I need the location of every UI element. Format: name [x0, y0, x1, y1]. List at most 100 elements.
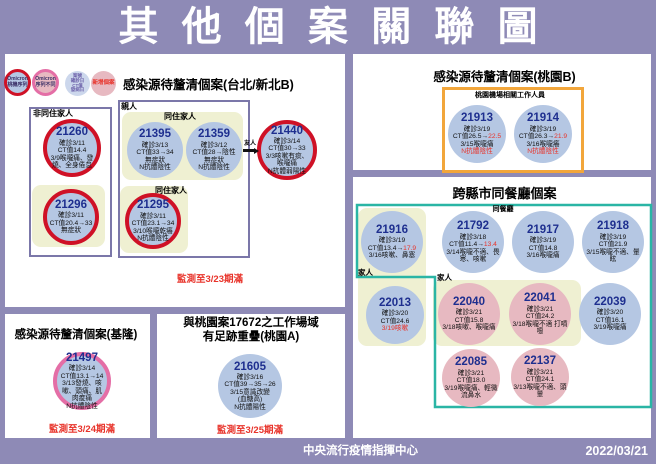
case-symptom: 3/16喉嚨痛: [526, 252, 560, 260]
section-title-taoyuan-a-line2: 有足跡重疊(桃園A): [202, 331, 300, 344]
case-number: 22041: [524, 292, 556, 305]
case-number: 21359: [198, 128, 230, 141]
case-number: 22040: [453, 296, 485, 309]
ct-red: 22.5: [488, 133, 502, 141]
case-number: 21440: [271, 124, 303, 137]
case-symptom: 3/18喉嚨不適 打噴嚏: [512, 320, 568, 336]
case-confirmed: 確診3/16: [236, 373, 264, 381]
case-antibody: N抗體陰性: [137, 235, 169, 243]
case-ct: CT值13.4→17.9: [363, 245, 420, 253]
case-antibody: N抗體陰性: [527, 148, 559, 156]
case-circle-21916: 21916 確診3/19 CT值13.4→17.9 3/16咳嗽、鼻塞: [361, 211, 423, 273]
case-number: 21260: [56, 126, 88, 139]
ct-red: 13.4: [483, 241, 497, 249]
case-confirmed: 確診3/21: [455, 309, 483, 317]
legend-label: 序列不同: [35, 81, 56, 88]
legend-new-case-circle: 新增個案: [91, 71, 116, 96]
case-antibody: N抗體陰性: [461, 148, 493, 156]
case-confirmed: 確診3/21: [457, 369, 485, 377]
case-confirmed: 確診3/21: [526, 305, 554, 313]
monitor-note-keelung: 監測至3/24期滿: [49, 424, 115, 435]
friend-arrow-head-icon: [254, 147, 259, 154]
case-symptom: 3/15喉嚨不適、暈眩: [586, 248, 640, 264]
case-symptom: 3/10喉嚨乾癢: [133, 227, 173, 235]
legend-fields-circle: 案號 確診日 CT值 發病日: [65, 71, 90, 96]
case-antibody: N抗體陰性: [66, 402, 98, 410]
case-ct: CT值18.0: [456, 377, 486, 385]
case-confirmed: 確診3/11: [140, 212, 166, 220]
case-ct: CT值33→34: [136, 149, 174, 157]
group-label-cohabit-1: 同住家人: [164, 112, 196, 121]
group-label-kin: 親人: [121, 102, 137, 111]
legend-label: Omicron: [35, 75, 56, 82]
case-confirmed: 確診3/21: [526, 368, 554, 376]
case-antibody: N抗體陰性: [198, 164, 230, 172]
ct-red: 21.9: [554, 133, 568, 141]
footer-date: 2022/03/21: [585, 444, 648, 458]
section-title-taoyuan-b: 感染源待釐清個案(桃園B): [433, 70, 576, 84]
case-number: 21296: [55, 199, 87, 212]
case-circle-22040: 22040 確診3/21 CT值15.8 3/18咳嗽、喉嚨痛: [438, 283, 500, 345]
case-circle-21497: 21497 確診3/14 CT值13.1→14 3/13發燒、咳嗽、頭痛、肌肉痠…: [53, 352, 111, 410]
case-circle-21792: 21792 確診3/18 CT值11.4→13.4 3/14喉嚨不適、畏寒、咳嗽: [442, 211, 504, 273]
group-label-cohabit-2: 同住家人: [155, 186, 187, 195]
case-symptom: 3/19咳嗽: [381, 325, 409, 333]
case-symptom: 無症狀: [60, 227, 82, 235]
case-ct: CT值16.1: [595, 316, 625, 324]
case-ct: CT值15.8: [454, 316, 484, 324]
friend-arrow-label: 友人: [244, 141, 257, 147]
case-antibody: N抗體弱陽性: [267, 167, 307, 175]
case-symptom: 3/19喉嚨痛、輕微流鼻水: [444, 384, 498, 400]
ct-black: CT值13.4→: [367, 244, 404, 252]
case-ct: CT值24.2: [525, 313, 555, 321]
case-number: 21917: [527, 224, 559, 237]
restaurant-group-outline: [355, 203, 653, 409]
ct-black: CT值11.4→: [449, 241, 484, 249]
case-circle-22041: 22041 確診3/21 CT值24.2 3/18喉嚨不適 打噴嚏: [509, 283, 571, 345]
section-title-taoyuan-a: 與桃園案17672之工作場域 有足跡重疊(桃園A): [157, 316, 345, 345]
case-symptom: 無症狀: [144, 156, 166, 164]
case-confirmed: 確診3/14: [68, 365, 96, 373]
divider-vertical-main: [345, 54, 353, 438]
case-symptom: 3/19喉嚨痛: [593, 324, 627, 332]
case-confirmed: 確診3/19: [529, 125, 557, 133]
case-ct: CT值30→33: [268, 145, 306, 153]
case-ct: CT值14.4: [57, 147, 87, 155]
case-confirmed: 確診3/18: [459, 233, 487, 241]
case-number: 21497: [66, 351, 98, 364]
case-number: 21295: [137, 199, 169, 212]
case-ct: CT值21.9: [598, 241, 628, 249]
section-title-restaurant: 跨縣市同餐廳個案: [452, 186, 557, 201]
case-ct: CT值13.1→14: [60, 372, 104, 380]
legend-omicron-diff-circle: Omicron 序列不同: [32, 69, 59, 96]
case-circle-21918: 21918 確診3/19 CT值21.9 3/15喉嚨不適、暈眩: [582, 211, 644, 273]
case-circle-21260: 21260 確診3/11 CT值14.4 3/9喉嚨痛、發燒、全身倦怠: [43, 119, 101, 177]
case-confirmed: 確診3/19: [529, 237, 557, 245]
case-number: 22013: [379, 297, 411, 310]
case-confirmed: 確診3/20: [381, 310, 409, 318]
case-ct: CT值23.1→34: [131, 220, 175, 228]
friend-arrow: [243, 149, 255, 152]
case-ct: CT值26.3→21.9: [516, 133, 569, 141]
case-symptom: 3/3咳嗽有痰、喉嚨痛: [265, 152, 309, 168]
case-symptom: 3/9喉嚨痛、發燒、全身倦怠: [50, 154, 94, 170]
case-confirmed: 確診3/20: [596, 309, 624, 317]
case-number: 21395: [139, 128, 171, 141]
case-ct: CT值24.1: [525, 376, 555, 384]
section-title-taoyuan-a-line1: 與桃園案17672之工作場域: [183, 317, 319, 329]
monitor-note-taoyuan-a: 監測至3/25期滿: [217, 425, 283, 436]
case-circle-21359: 21359 確診3/12 CT值28→陰性 無症狀 N抗體陰性: [186, 122, 242, 178]
ct-black: CT值26.5→: [452, 133, 489, 141]
case-ct: CT值11.4→13.4: [444, 241, 501, 249]
case-ct: CT值28→陰性: [192, 149, 236, 157]
page-title: 其他個案關聯圖: [118, 5, 561, 49]
case-symptom: 3/16喉嚨癢: [526, 140, 560, 148]
case-ct: CT值20.4→33: [49, 219, 93, 227]
legend-label: 案號: [73, 72, 82, 78]
case-circle-21395: 21395 確診3/13 CT值33→34 無症狀 N抗體陰性: [127, 122, 183, 178]
case-confirmed: 確診3/12: [200, 141, 228, 149]
ct-red: 17.9: [403, 244, 417, 252]
footer-organization: 中央流行疫情指揮中心: [303, 445, 418, 457]
case-number: 22039: [594, 296, 626, 309]
case-confirmed: 確診3/14: [273, 137, 301, 145]
